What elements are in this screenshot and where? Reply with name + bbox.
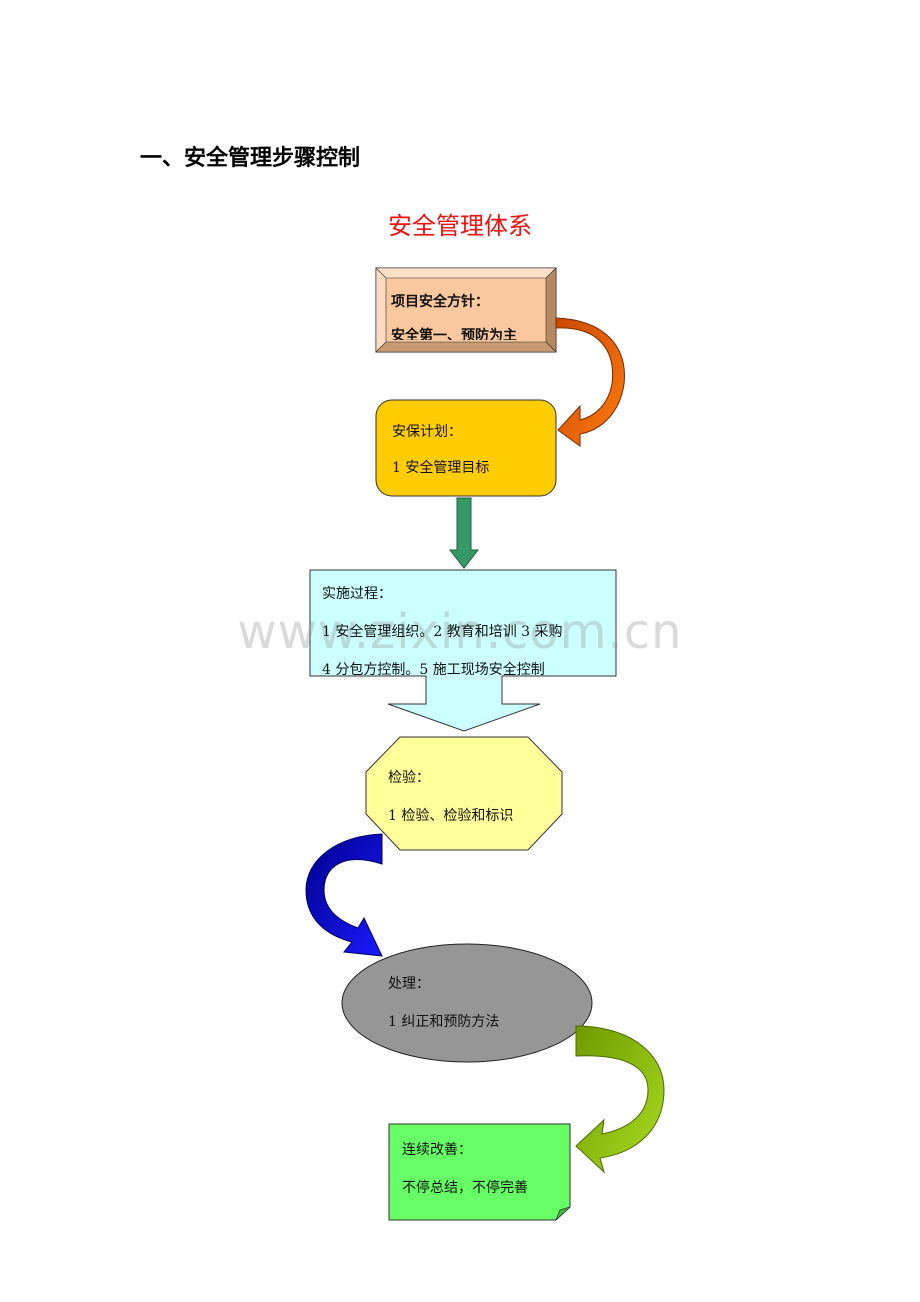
policy-text: 项目安全方针： 安全第一、预防为主 — [388, 280, 546, 340]
process-text: 实施过程： 1 安全管理组织。2 教育和培训 3 采购 4 分包方控制。5 施工… — [312, 580, 615, 675]
inspect-content: 1 检验、检验和标识 — [388, 808, 514, 824]
page-heading: 一、安全管理步骤控制 — [140, 146, 361, 171]
handle-label: 处理： — [388, 976, 430, 992]
process-label: 实施过程： — [322, 586, 392, 602]
plan-content: 1 安全管理目标 — [392, 460, 490, 476]
diagram-title: 安全管理体系 — [388, 212, 532, 240]
process-line-1: 1 安全管理组织。2 教育和培训 3 采购 — [322, 624, 563, 640]
curved-arrow-blue — [305, 833, 383, 957]
inspect-label: 检验： — [388, 770, 430, 786]
improve-content: 不停总结，不停完善 — [402, 1180, 528, 1196]
down-arrow-green — [448, 497, 480, 569]
handle-content: 1 纠正和预防方法 — [388, 1014, 500, 1030]
inspect-octagon — [365, 736, 563, 851]
process-callout-box — [309, 569, 617, 732]
plan-box — [375, 399, 557, 497]
policy-content: 安全第一、预防为主 — [391, 328, 517, 340]
curved-arrow-lime — [575, 1025, 665, 1174]
process-line-2: 4 分包方控制。5 施工现场安全控制 — [322, 662, 545, 675]
handle-ellipse — [341, 943, 593, 1063]
policy-bevel-box — [375, 267, 557, 353]
policy-label: 项目安全方针： — [391, 294, 489, 310]
improve-note-box — [388, 1123, 571, 1221]
curved-arrow-orange — [555, 317, 625, 447]
plan-label: 安保计划： — [392, 424, 462, 440]
improve-label: 连续改善： — [402, 1142, 472, 1158]
